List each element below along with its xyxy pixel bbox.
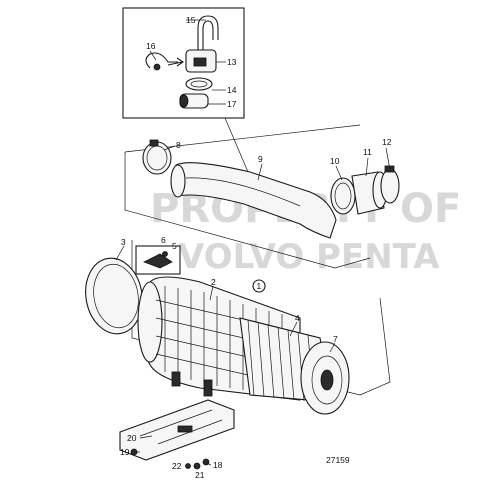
callout-17: 17	[227, 99, 237, 109]
callout-3: 3	[121, 237, 126, 247]
callout-22: 22	[172, 461, 182, 471]
leader-16	[149, 50, 157, 61]
callout-15: 15	[186, 15, 196, 25]
callout-12: 12	[382, 137, 392, 147]
housing-perforation	[155, 286, 297, 396]
ring-14	[185, 77, 213, 91]
watermark-line2: VOLVO PENTA	[178, 237, 440, 277]
drawing-number: 27159	[326, 455, 350, 465]
nut-22	[185, 463, 191, 469]
bracket-5-bolt	[162, 251, 168, 257]
callout-18: 18	[213, 460, 223, 470]
bolt-21	[193, 462, 201, 470]
callout-14: 14	[227, 85, 237, 95]
pipe-15	[197, 15, 219, 55]
mount-foot-left	[171, 371, 181, 387]
inset-detail-box	[122, 7, 245, 119]
leader-lines	[115, 145, 391, 466]
inset-box-6	[135, 245, 181, 275]
callout-1: 1	[257, 281, 262, 291]
bracket-20-slot	[177, 425, 193, 433]
clamp-12	[380, 168, 400, 204]
callout-10: 10	[330, 156, 340, 166]
hose-9	[175, 162, 337, 239]
callout-9: 9	[258, 154, 263, 164]
callout-19: 19	[120, 447, 130, 457]
end-cover-7-hub	[320, 369, 334, 391]
filter-housing-2-end	[137, 281, 163, 363]
valve-13-port	[193, 57, 207, 67]
connector-17-end	[179, 94, 189, 108]
callout-11: 11	[363, 147, 372, 157]
clamp-8-screw	[149, 139, 159, 147]
hose-frame	[124, 152, 371, 269]
pipe-15-inner	[202, 20, 214, 55]
filter-pleats	[247, 319, 315, 402]
callout-5: 5	[172, 241, 177, 251]
mount-foot-right	[203, 379, 213, 397]
clip-16-head	[153, 63, 161, 71]
inset-leader	[224, 117, 249, 173]
gasket-3-inner	[93, 263, 139, 329]
callout-21: 21	[195, 470, 205, 480]
clip-16	[145, 52, 178, 69]
bracket-5	[143, 253, 173, 269]
callout-6: 6	[161, 235, 166, 245]
callout-20: 20	[127, 433, 137, 443]
clamp-10-inner	[334, 182, 352, 210]
callout-16: 16	[146, 41, 156, 51]
callout-4: 4	[295, 313, 300, 323]
callout-2: 2	[211, 277, 216, 287]
hose-9-highlight	[185, 177, 301, 207]
clip-arrow	[167, 57, 184, 67]
bracket-20	[119, 399, 235, 461]
hose-9-end	[170, 164, 186, 198]
callout-circle-1	[252, 279, 266, 293]
ring-14-inner	[190, 80, 208, 88]
callout-8: 8	[176, 140, 181, 150]
clamp-10	[330, 177, 356, 215]
callout-7: 7	[333, 334, 338, 344]
callout-13: 13	[227, 57, 237, 67]
end-cover-7-inner	[311, 355, 343, 405]
